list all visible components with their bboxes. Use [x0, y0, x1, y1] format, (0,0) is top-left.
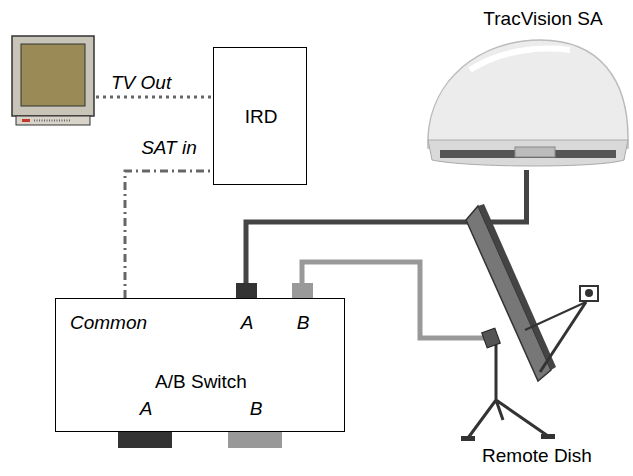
port-label: B — [297, 312, 310, 334]
antenna-dome: TracVision SA — [423, 0, 630, 172]
wire-label: TV Out — [111, 72, 171, 94]
node-label: IRD — [245, 106, 278, 128]
port-label: B — [250, 398, 263, 420]
remote-dish: Remote Dish — [455, 190, 615, 470]
node-label: TracVision SA — [483, 8, 602, 30]
node-label: Remote Dish — [482, 445, 592, 467]
tv-monitor — [12, 36, 94, 125]
port-label: A — [140, 398, 153, 420]
switch-box: CommonABA/B SwitchAB — [55, 298, 345, 432]
bottom-connectors — [118, 432, 282, 448]
receiver-box: IRD — [213, 47, 307, 185]
wire-label: SAT in — [139, 137, 199, 159]
cable — [125, 171, 213, 298]
port-label: Common — [70, 312, 147, 334]
node-label: A/B Switch — [155, 371, 247, 393]
tv-out-wire — [96, 96, 213, 99]
dish-drawing — [455, 190, 615, 442]
port-label: A — [241, 312, 254, 334]
